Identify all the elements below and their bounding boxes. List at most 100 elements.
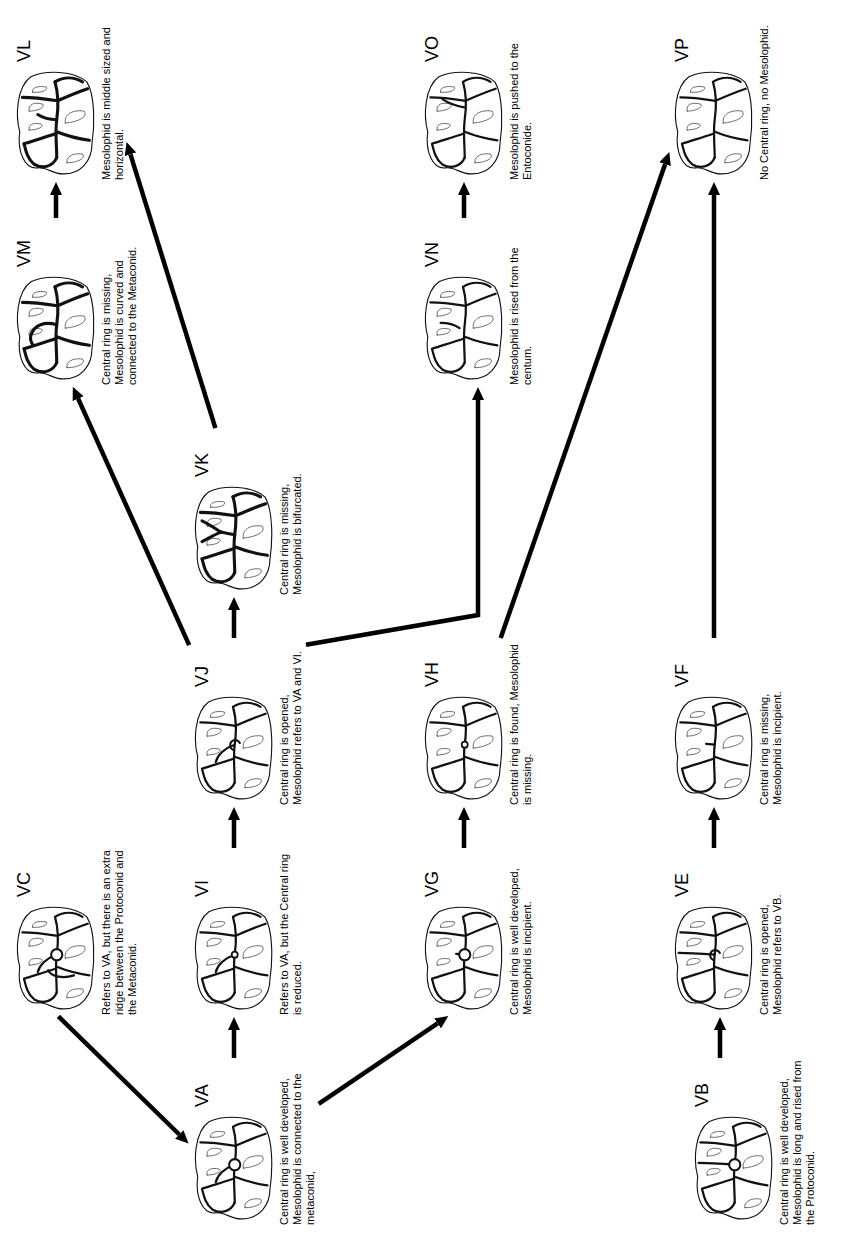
tooth-ridge — [682, 758, 714, 768]
tooth-ridge — [735, 1177, 768, 1186]
enamel-island — [473, 316, 493, 328]
tooth-ridge — [715, 132, 748, 141]
central-ring — [710, 950, 720, 960]
enamel-island — [210, 711, 224, 717]
tooth-morphotype: VGCentral ring is well developed, Mesolo… — [420, 850, 534, 1015]
transition-arrow — [462, 195, 467, 218]
tooth-ridge — [236, 504, 266, 516]
enamel-island — [687, 748, 700, 755]
enamel-island — [243, 946, 263, 958]
tooth-figure — [17, 277, 93, 379]
morphotype-caption: Central ring is missing, Mesolophid is b… — [278, 430, 304, 595]
transition-arrow — [306, 400, 478, 645]
enamel-island — [440, 711, 454, 717]
tooth-drawing — [670, 68, 756, 180]
tooth-ridge — [202, 559, 235, 582]
enamel-island — [687, 123, 700, 130]
morphotype-label: VJ — [192, 666, 212, 687]
tooth-ridge — [22, 932, 57, 935]
tooth-outline — [675, 72, 751, 174]
tooth-drawing — [12, 903, 98, 1015]
tooth-ridge — [716, 924, 746, 936]
tooth-ridge — [713, 78, 741, 82]
tooth-figure — [17, 907, 93, 1009]
enamel-island — [475, 779, 492, 788]
enamel-island — [440, 86, 454, 92]
tooth-drawing — [420, 693, 506, 805]
mesolophid — [202, 521, 221, 532]
transition-arrow — [54, 195, 59, 218]
tooth-outline — [195, 487, 271, 589]
tooth-ridge — [733, 1123, 761, 1127]
tooth-morphotype: VMCentral ring is missing, Mesolophid is… — [12, 220, 139, 385]
tooth-header: VK — [190, 430, 276, 595]
enamel-island — [723, 946, 743, 958]
tooth-header: VH — [420, 640, 506, 805]
enamel-island — [687, 728, 701, 736]
enamel-island — [473, 111, 493, 123]
morphotype-label: VI — [192, 880, 212, 897]
tooth-header: VF — [670, 640, 756, 805]
tooth-ridge — [432, 968, 464, 978]
enamel-island — [707, 1168, 720, 1175]
tooth-figure — [675, 72, 751, 174]
tooth-ridge — [716, 714, 746, 726]
enamel-island — [687, 938, 701, 946]
tooth-header: VJ — [190, 640, 276, 805]
tooth-morphotype: VFCentral ring is missing, Mesolophid is… — [670, 640, 784, 805]
tooth-drawing — [190, 483, 276, 595]
mesolophid — [216, 745, 235, 762]
tooth-ridge — [202, 758, 234, 768]
tooth-morphotype: VNMesolophid is rised from the centum. — [420, 220, 534, 385]
tooth-drawing — [690, 1113, 776, 1225]
tooth-ridge — [58, 89, 88, 101]
tooth-figure — [17, 72, 93, 174]
tooth-ridge — [233, 1123, 261, 1127]
morphotype-label: VK — [192, 453, 212, 477]
tooth-outline — [17, 72, 93, 174]
tooth-ridge — [432, 133, 464, 143]
enamel-island — [243, 736, 263, 748]
morphotype-caption: Central ring is well developed, Mesoloph… — [508, 850, 534, 1015]
tooth-figure — [195, 697, 271, 799]
tooth-ridge — [430, 722, 465, 725]
tooth-header: VI — [190, 850, 276, 1015]
transition-arrow — [232, 610, 237, 638]
morphotype-caption: Central ring is opened, Mesolophid refer… — [758, 850, 784, 1015]
tooth-ridge — [233, 703, 261, 707]
tooth-drawing — [190, 1113, 276, 1225]
tooth-ridge — [463, 78, 491, 82]
central-ring — [230, 740, 240, 750]
tooth-ridge — [233, 913, 261, 917]
tooth-drawing — [12, 273, 98, 385]
transition-arrow — [130, 154, 215, 428]
tooth-ridge — [202, 979, 235, 1002]
tooth-morphotype: VCRefers to VA, but there is an extra ri… — [12, 850, 139, 1015]
tooth-outline — [195, 907, 271, 1009]
tooth-outline — [195, 1117, 271, 1219]
central-ring — [729, 1159, 740, 1170]
enamel-island — [245, 989, 262, 998]
tooth-drawing — [190, 693, 276, 805]
morphotype-label: VB — [692, 1083, 712, 1107]
morphotype-caption: Central ring is well developed, Mesoloph… — [278, 1060, 317, 1225]
tooth-ridge — [432, 338, 464, 348]
enamel-island — [245, 779, 262, 788]
tooth-ridge — [202, 1189, 235, 1212]
mesolophid — [202, 532, 221, 541]
tooth-ridge — [55, 283, 83, 287]
tooth-ridge — [463, 287, 466, 363]
enamel-island — [65, 946, 85, 958]
enamel-island — [743, 1156, 763, 1168]
tooth-outline — [695, 1117, 771, 1219]
tooth-figure — [675, 907, 751, 1009]
tooth-ridge — [736, 1134, 766, 1146]
morphotype-caption: No Central ring, no Mesolophid. — [758, 15, 771, 180]
central-ring — [51, 949, 62, 960]
mesolophid — [221, 532, 235, 535]
tooth-ridge — [235, 547, 268, 556]
tooth-ridge — [233, 493, 261, 497]
tooth-ridge — [236, 924, 266, 936]
enamel-island — [725, 154, 742, 163]
tooth-header: VN — [420, 220, 506, 385]
